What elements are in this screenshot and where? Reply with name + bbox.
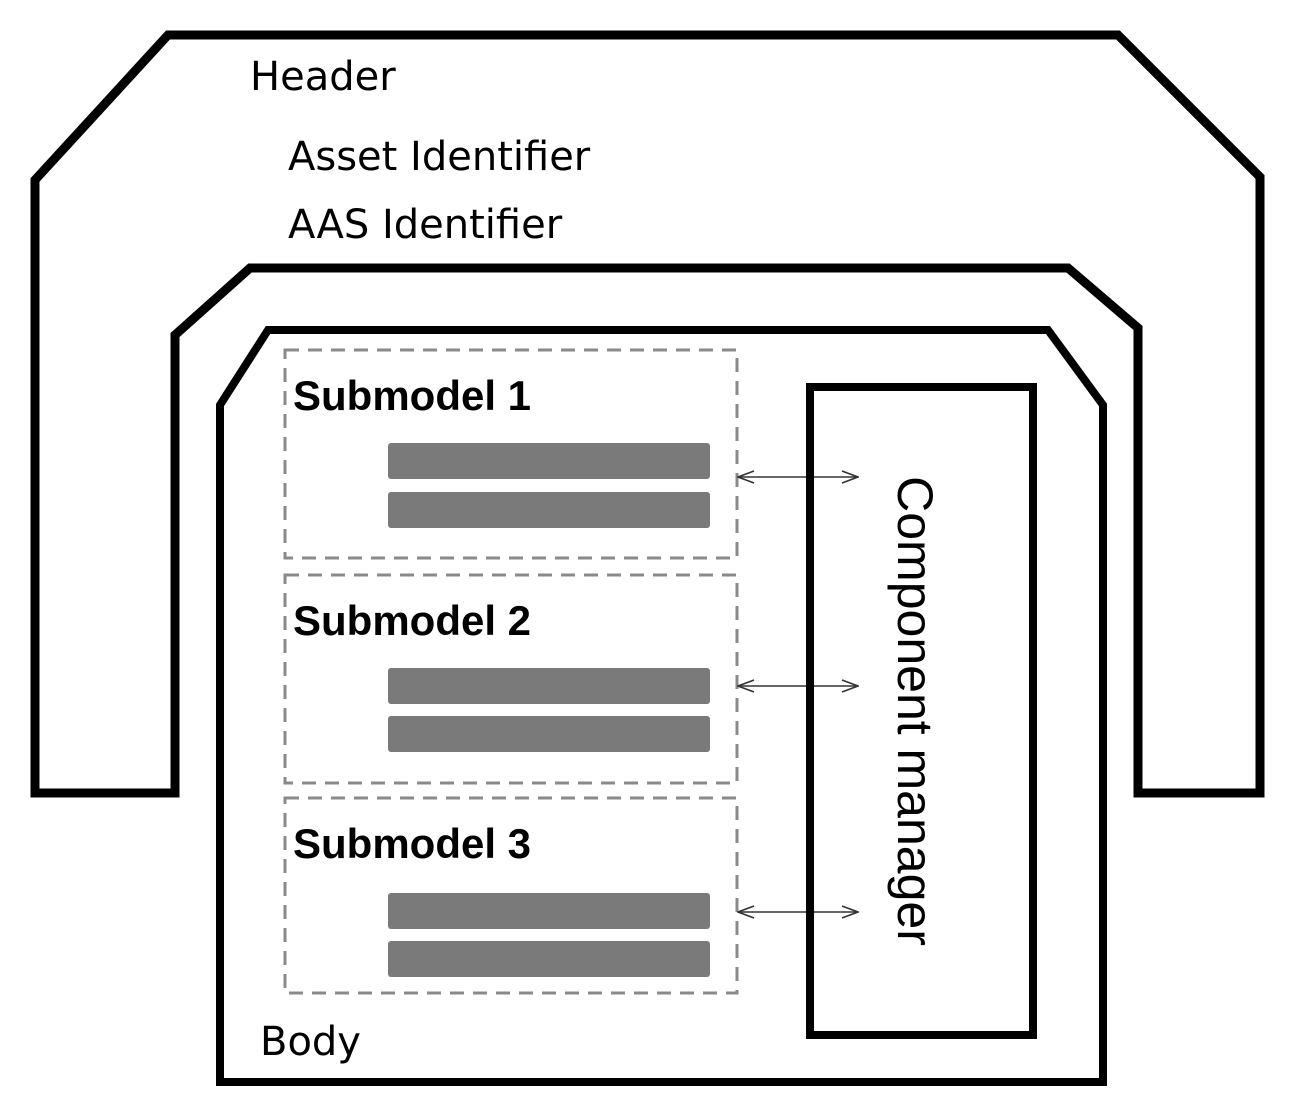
- submodel-3-box: [283, 796, 739, 995]
- submodel-3-title: Submodel 3: [293, 820, 531, 867]
- submodel-2: Submodel 2: [283, 573, 739, 785]
- asset-identifier-label: Asset Identifier: [288, 134, 591, 180]
- body-frame: [216, 326, 1107, 1086]
- aas-frame: [171, 264, 1142, 793]
- submodel-1: Submodel 1: [283, 348, 739, 560]
- submodel-2-box: [283, 573, 739, 785]
- submodel-3-bar-2: [388, 941, 710, 977]
- body-label: Body: [260, 1019, 361, 1065]
- header-title: Header: [250, 54, 396, 100]
- submodel-3: Submodel 3: [283, 796, 739, 995]
- submodel-1-title: Submodel 1: [293, 372, 531, 419]
- aas-identifier-label: AAS Identifier: [288, 202, 563, 248]
- component-manager-label: Component manager: [887, 476, 943, 946]
- submodel-3-bar-1: [388, 893, 710, 929]
- submodel-1-box: [283, 348, 739, 560]
- submodel-2-bar-1: [388, 668, 710, 704]
- submodel-2-bar-2: [388, 716, 710, 752]
- submodel-1-bar-2: [388, 492, 710, 528]
- submodel-2-title: Submodel 2: [293, 597, 531, 644]
- component-manager-box: [806, 383, 1037, 1039]
- submodel-1-bar-1: [388, 443, 710, 479]
